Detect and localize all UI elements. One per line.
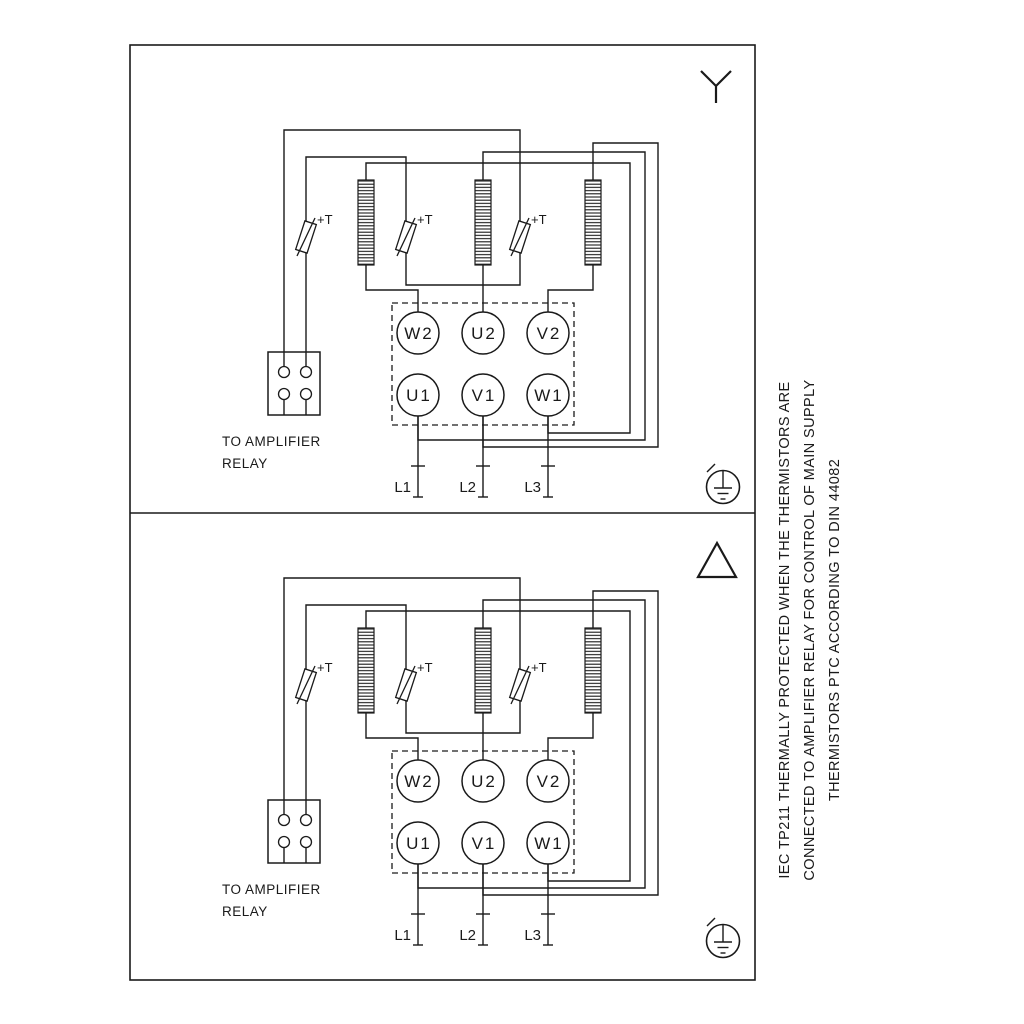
- relay-terminal-dot: [277, 365, 291, 379]
- winding-lead-wire: [547, 265, 594, 312]
- thermistor-symbol: [508, 217, 532, 257]
- winding-lead-wire: [365, 265, 419, 312]
- relay-terminal-dot: [299, 387, 313, 401]
- thermistor-chain-wire: [283, 129, 521, 352]
- thermistor-label: +T: [317, 212, 333, 227]
- terminal-u1-label: U1: [406, 834, 432, 853]
- terminal-w1-label: W1: [534, 386, 564, 405]
- side-note-line3: THERMISTORS PTC ACCORDING TO DIN 44082: [827, 459, 843, 801]
- thermistor-label: +T: [417, 660, 433, 675]
- supply-l1-label: L1: [394, 479, 411, 496]
- supply-l2-label: L2: [459, 927, 476, 944]
- relay-terminal-dot: [277, 387, 291, 401]
- terminal-v1-label: V1: [472, 386, 497, 405]
- terminal-w2-label: W2: [404, 324, 434, 343]
- relay-terminal-dot: [299, 365, 313, 379]
- terminal-w1-label: W1: [534, 834, 564, 853]
- ground-icon: [705, 463, 741, 505]
- terminal-v1-label: V1: [472, 834, 497, 853]
- side-note: IEC TP211 THERMALLY PROTECTED WHEN THE T…: [777, 379, 843, 880]
- terminal-u1-label: U1: [406, 386, 432, 405]
- terminal-u2: [461, 759, 505, 803]
- thermistor-symbol: [508, 665, 532, 705]
- motor-winding-coil: [474, 179, 492, 266]
- amplifier-relay-box: [267, 799, 321, 864]
- terminal-u2-label: U2: [471, 772, 497, 791]
- thermistor-chain-wire: [305, 604, 407, 670]
- panel-delta-connection: +T +T +T TO AMPLIFIER RELAY W2 U2: [222, 540, 741, 959]
- relay-caption-line1: TO AMPLIFIER: [222, 882, 321, 897]
- thermistor-label: +T: [417, 212, 433, 227]
- relay-terminal-dot: [277, 835, 291, 849]
- thermistor-chain-wire: [305, 156, 407, 222]
- terminal-w2: [396, 311, 440, 355]
- star-connection-icon: [700, 70, 732, 103]
- terminal-w2: [396, 759, 440, 803]
- winding-return-wire: [482, 590, 659, 896]
- thermistor-chain-wire: [283, 577, 521, 800]
- supply-lines: [411, 416, 555, 498]
- thermistor-symbol: [294, 665, 318, 705]
- motor-winding-coil: [584, 179, 602, 266]
- panel-star-connection: +T +T +T TO AMPLIFIER RELAY W2 U2: [222, 70, 741, 505]
- terminal-v2-label: V2: [537, 772, 562, 791]
- relay-terminal-dot: [277, 813, 291, 827]
- winding-lead-wire: [547, 713, 594, 760]
- side-note-line2: CONNECTED TO AMPLIFIER RELAY FOR CONTROL…: [802, 379, 818, 880]
- thermistor-label: +T: [531, 660, 547, 675]
- thermistor-label: +T: [317, 660, 333, 675]
- motor-winding-coil: [474, 627, 492, 714]
- motor-winding-coil: [584, 627, 602, 714]
- thermistor-symbol: [394, 665, 418, 705]
- delta-connection-icon: [696, 540, 738, 579]
- relay-caption-line1: TO AMPLIFIER: [222, 434, 321, 449]
- supply-l3-label: L3: [524, 479, 541, 496]
- relay-terminal-dot: [299, 835, 313, 849]
- supply-l1-label: L1: [394, 927, 411, 944]
- ground-icon: [705, 917, 741, 959]
- motor-winding-coil: [357, 627, 375, 714]
- thermistor-chain-wire: [405, 700, 521, 734]
- winding-return-wire: [482, 142, 659, 448]
- terminal-v2: [526, 759, 570, 803]
- side-note-line1: IEC TP211 THERMALLY PROTECTED WHEN THE T…: [777, 381, 793, 878]
- supply-l3-label: L3: [524, 927, 541, 944]
- terminal-w2-label: W2: [404, 772, 434, 791]
- thermistor-label: +T: [531, 212, 547, 227]
- thermistor-symbol: [394, 217, 418, 257]
- winding-lead-wire: [365, 713, 419, 760]
- relay-terminal-dot: [299, 813, 313, 827]
- relay-caption-line2: RELAY: [222, 456, 268, 471]
- thermistor-chain-wire: [405, 252, 521, 286]
- amplifier-relay-box: [267, 351, 321, 416]
- thermistor-symbol: [294, 217, 318, 257]
- supply-l2-label: L2: [459, 479, 476, 496]
- supply-lines: [411, 864, 555, 946]
- terminal-v2: [526, 311, 570, 355]
- relay-caption-line2: RELAY: [222, 904, 268, 919]
- motor-winding-coil: [357, 179, 375, 266]
- terminal-u2: [461, 311, 505, 355]
- terminal-u2-label: U2: [471, 324, 497, 343]
- terminal-v2-label: V2: [537, 324, 562, 343]
